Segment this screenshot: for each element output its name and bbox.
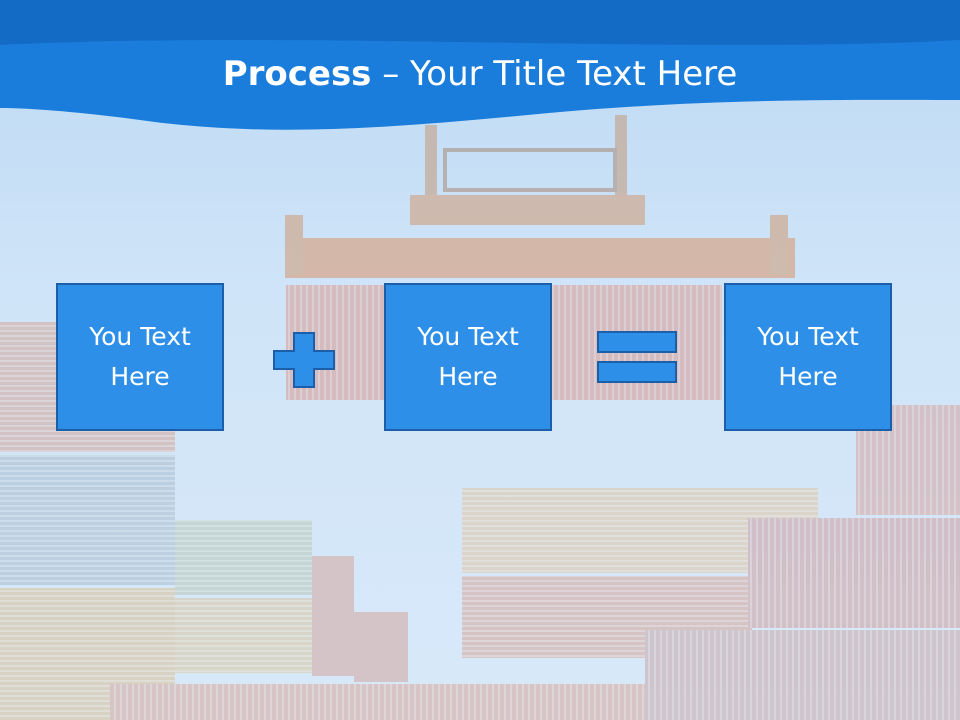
title-bold: Process xyxy=(222,54,372,94)
process-box-3-text: You Text Here xyxy=(757,322,859,391)
slide-title: Process – Your Title Text Here xyxy=(0,52,960,96)
process-box-2[interactable]: You Text Here xyxy=(384,283,552,431)
title-rest: – Your Title Text Here xyxy=(371,54,738,94)
process-box-2-text: You Text Here xyxy=(417,322,519,391)
process-box-3[interactable]: You Text Here xyxy=(724,283,892,431)
plus-icon xyxy=(273,332,335,388)
process-box-1[interactable]: You Text Here xyxy=(56,283,224,431)
equals-icon xyxy=(597,331,677,383)
process-box-1-text: You Text Here xyxy=(89,322,191,391)
